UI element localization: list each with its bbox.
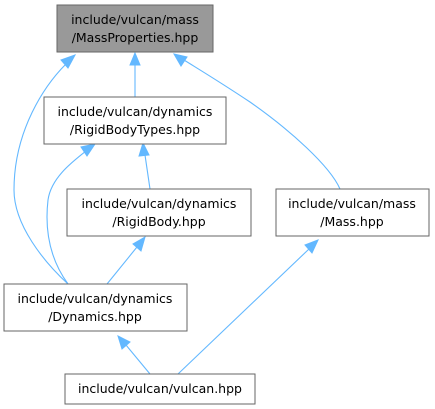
node-label-line2: /RigidBody.hpp	[112, 214, 205, 229]
node-box	[56, 4, 214, 53]
node-box	[275, 188, 430, 237]
arrowhead-icon	[138, 141, 150, 157]
edge-vulcan-to-mass	[177, 248, 310, 375]
node-label-line1: include/vulcan/vulcan.hpp	[78, 381, 242, 396]
node-mass[interactable]: include/vulcan/mass /Mass.hpp	[275, 188, 430, 237]
node-label-line2: /RigidBodyTypes.hpp	[70, 122, 200, 137]
edge-dynamics-to-massproperties	[13, 63, 69, 285]
arrowhead-icon	[172, 53, 188, 67]
arrowhead-icon	[60, 54, 77, 69]
node-dynamics[interactable]: include/vulcan/dynamics /Dynamics.hpp	[3, 283, 188, 332]
arrowhead-icon	[129, 51, 141, 66]
node-mass-properties[interactable]: include/vulcan/mass /MassProperties.hpp	[56, 4, 214, 53]
node-label-line2: /Mass.hpp	[320, 214, 384, 229]
edge-dynamics-to-rigidbodytypes	[46, 150, 87, 285]
edge-mass-to-massproperties	[183, 59, 341, 190]
arrowhead-icon	[117, 335, 131, 350]
node-box	[43, 96, 227, 145]
edge-vulcan-to-dynamics	[125, 344, 151, 375]
arrowhead-icon	[80, 143, 97, 157]
node-box	[66, 188, 252, 237]
node-box	[64, 373, 256, 405]
node-box	[3, 283, 188, 332]
node-label-line1: include/vulcan/mass	[288, 196, 416, 211]
node-label-line2: /MassProperties.hpp	[72, 30, 199, 45]
node-vulcan[interactable]: include/vulcan/vulcan.hpp	[64, 373, 256, 405]
node-rigid-body[interactable]: include/vulcan/dynamics /RigidBody.hpp	[66, 188, 252, 237]
edge-dynamics-to-rigidbody	[106, 246, 138, 285]
arrowhead-icon	[132, 235, 146, 252]
node-label-line1: include/vulcan/dynamics	[18, 291, 173, 306]
edges	[13, 51, 341, 375]
node-label-line1: include/vulcan/dynamics	[82, 196, 237, 211]
node-rigid-body-types[interactable]: include/vulcan/dynamics /RigidBodyTypes.…	[43, 96, 227, 145]
edge-rigidbody-to-rigidbodytypes	[144, 154, 151, 190]
node-label-line1: include/vulcan/mass	[71, 12, 199, 27]
arrowhead-icon	[304, 239, 319, 254]
node-label-line1: include/vulcan/dynamics	[58, 104, 213, 119]
node-label-line2: /Dynamics.hpp	[48, 309, 142, 324]
